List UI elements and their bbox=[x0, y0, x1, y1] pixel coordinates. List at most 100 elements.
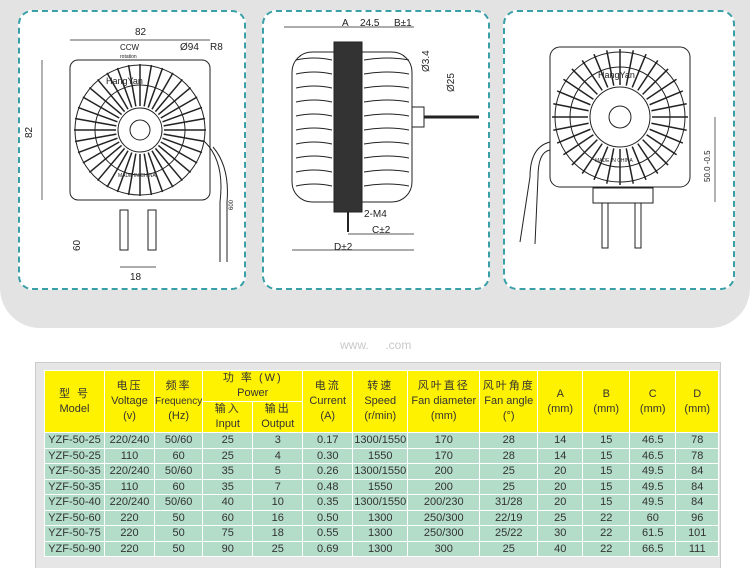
table-cell: 4 bbox=[252, 447, 304, 464]
table-cell: 25 bbox=[202, 447, 254, 464]
table-cell: 96 bbox=[675, 509, 720, 526]
fin bbox=[642, 139, 669, 166]
table-cell: 49.5 bbox=[629, 494, 677, 511]
dim-shaft: Ø3.4 bbox=[421, 50, 432, 72]
table-cell: 220 bbox=[104, 525, 155, 542]
dim-a: A bbox=[342, 18, 349, 29]
fin bbox=[74, 133, 117, 143]
table-cell: 20 bbox=[537, 494, 584, 511]
table-cell: 110 bbox=[104, 447, 155, 464]
table-cell: 25 bbox=[479, 478, 539, 495]
lead-dim: 60 bbox=[72, 239, 83, 251]
table-cell: 3 bbox=[252, 432, 304, 449]
table-cell: 50 bbox=[153, 509, 204, 526]
table-cell: 0.26 bbox=[302, 463, 354, 480]
table-cell: 110 bbox=[104, 478, 155, 495]
fin bbox=[651, 122, 687, 132]
table-cell: 0.35 bbox=[302, 494, 354, 511]
table-cell: 40 bbox=[537, 540, 584, 557]
table-cell: 22/19 bbox=[479, 509, 539, 526]
table-cell: 10 bbox=[252, 494, 304, 511]
fin bbox=[625, 148, 635, 184]
table-cell: 1300/1550 bbox=[352, 463, 409, 480]
table-cell: 20 bbox=[537, 463, 584, 480]
table-cell: 111 bbox=[675, 540, 720, 557]
dim-thread: 2-M4 bbox=[364, 209, 387, 220]
table-cell: 50/60 bbox=[153, 432, 204, 449]
table-cell: 50/60 bbox=[153, 463, 204, 480]
header-d: D(mm) bbox=[675, 370, 720, 433]
fin bbox=[127, 153, 137, 196]
table-cell: 101 bbox=[675, 525, 720, 542]
fin bbox=[295, 113, 410, 117]
table-cell: 25 bbox=[479, 463, 539, 480]
back-view-drawing: HangYan MADE IN CHINA 50.0 -0.5 bbox=[519, 46, 716, 249]
table-cell: YZF-50-75 bbox=[44, 525, 105, 542]
fin bbox=[295, 169, 410, 173]
fin bbox=[646, 78, 677, 100]
fin bbox=[151, 72, 174, 110]
fin bbox=[295, 141, 410, 145]
brand-label-back: HangYan bbox=[598, 70, 635, 80]
table-cell: 78 bbox=[675, 432, 720, 449]
fin bbox=[295, 57, 410, 61]
height-dim-back: 50.0 -0.5 bbox=[703, 150, 712, 182]
table-cell: 60 bbox=[202, 509, 254, 526]
table-cell: 28 bbox=[479, 447, 539, 464]
table-cell: 0.50 bbox=[302, 509, 354, 526]
table-cell: 40 bbox=[202, 494, 254, 511]
table-cell: 220 bbox=[104, 509, 155, 526]
table-cell: 1550 bbox=[352, 447, 409, 464]
table-cell: 61.5 bbox=[629, 525, 677, 542]
fin bbox=[77, 106, 118, 123]
fin bbox=[147, 152, 164, 193]
table-cell: 15 bbox=[582, 447, 631, 464]
table-cell: 46.5 bbox=[629, 447, 677, 464]
fin bbox=[571, 139, 598, 166]
dim-gap: 24.5 bbox=[360, 18, 380, 29]
fin bbox=[553, 122, 589, 132]
table-cell: 1300/1550 bbox=[352, 494, 409, 511]
watermark: www. .com bbox=[340, 338, 412, 352]
table-cell: 60 bbox=[153, 447, 204, 464]
fin bbox=[116, 152, 133, 193]
fin bbox=[571, 68, 598, 95]
back-view-panel: HangYan MADE IN CHINA 50.0 -0.5 bbox=[503, 10, 735, 290]
table-cell: 22 bbox=[582, 540, 631, 557]
table-cell: 1300 bbox=[352, 525, 409, 542]
fin bbox=[649, 90, 684, 106]
table-cell: 50/60 bbox=[153, 494, 204, 511]
fin bbox=[77, 137, 118, 154]
fin bbox=[143, 153, 153, 196]
fin bbox=[295, 127, 410, 131]
table-cell: 25 bbox=[202, 432, 254, 449]
table-cell: 66.5 bbox=[629, 540, 677, 557]
table-cell: 200 bbox=[407, 463, 481, 480]
fin bbox=[563, 78, 594, 100]
table-cell: YZF-50-40 bbox=[44, 494, 105, 511]
fin bbox=[637, 60, 659, 91]
brand-label: HangYan bbox=[106, 76, 143, 86]
fin bbox=[593, 53, 609, 88]
fin bbox=[651, 102, 687, 112]
table-cell: YZF-50-90 bbox=[44, 540, 105, 557]
made-label: MADE IN CHINA bbox=[118, 173, 156, 179]
fin bbox=[631, 146, 647, 181]
table-cell: 170 bbox=[407, 432, 481, 449]
fin bbox=[563, 134, 594, 156]
table-cell: 84 bbox=[675, 478, 720, 495]
fin bbox=[163, 133, 206, 143]
pitch-dim: 18 bbox=[130, 272, 142, 283]
table-cell: YZF-50-35 bbox=[44, 478, 105, 495]
fin bbox=[147, 67, 164, 108]
table-cell: 84 bbox=[675, 494, 720, 511]
